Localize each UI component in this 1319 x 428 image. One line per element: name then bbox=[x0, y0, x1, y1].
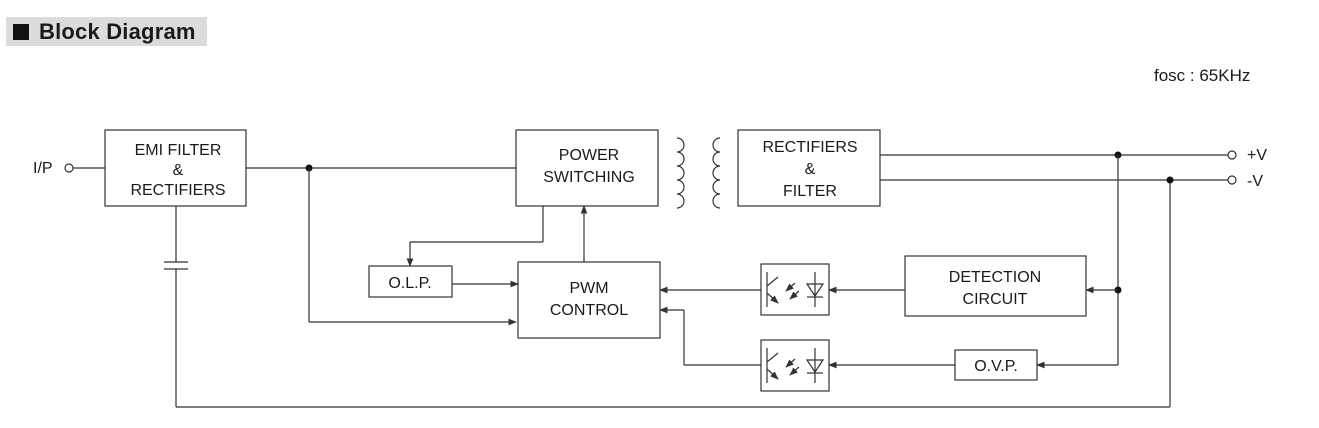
section-title: Block Diagram bbox=[39, 18, 196, 44]
detection-circuit-block: DETECTION CIRCUIT bbox=[904, 255, 1087, 317]
ovp-label: O.V.P. bbox=[974, 358, 1018, 375]
optocoupler-icon bbox=[760, 339, 830, 392]
emi-line-1: EMI FILTER bbox=[135, 142, 222, 159]
power-line-1: POWER bbox=[559, 147, 619, 164]
pwm-control-block: PWM CONTROL bbox=[517, 261, 661, 339]
ovp-block: O.V.P. bbox=[954, 349, 1038, 381]
emi-line-3: RECTIFIERS bbox=[130, 182, 225, 199]
detection-line-2: CIRCUIT bbox=[963, 291, 1028, 308]
pwm-line-1: PWM bbox=[569, 280, 608, 297]
input-label: I/P bbox=[33, 160, 53, 177]
emi-filter-block: EMI FILTER & RECTIFIERS bbox=[104, 129, 247, 207]
plus-v-terminal bbox=[1227, 150, 1237, 160]
black-square-icon bbox=[13, 23, 29, 40]
olp-block: O.L.P. bbox=[368, 265, 453, 298]
optocoupler-icon bbox=[760, 263, 830, 316]
pwm-line-2: CONTROL bbox=[550, 302, 628, 319]
minus-v-terminal bbox=[1227, 175, 1237, 185]
detection-line-1: DETECTION bbox=[949, 269, 1041, 286]
rect-line-2: & bbox=[805, 161, 816, 178]
minus-v-label: -V bbox=[1247, 173, 1263, 190]
rect-line-1: RECTIFIERS bbox=[762, 139, 857, 156]
power-switching-block: POWER SWITCHING bbox=[515, 129, 659, 207]
transformer-icon bbox=[676, 137, 721, 209]
power-line-2: SWITCHING bbox=[543, 169, 635, 186]
rect-line-3: FILTER bbox=[783, 183, 837, 200]
emi-line-2: & bbox=[173, 162, 184, 179]
rectifier-filter-block: RECTIFIERS & FILTER bbox=[737, 129, 881, 207]
olp-label: O.L.P. bbox=[388, 275, 431, 292]
input-terminal bbox=[64, 163, 74, 173]
plus-v-label: +V bbox=[1247, 147, 1267, 164]
oscillator-frequency: fosc : 65KHz bbox=[1154, 66, 1251, 85]
section-header: Block Diagram bbox=[6, 17, 207, 46]
